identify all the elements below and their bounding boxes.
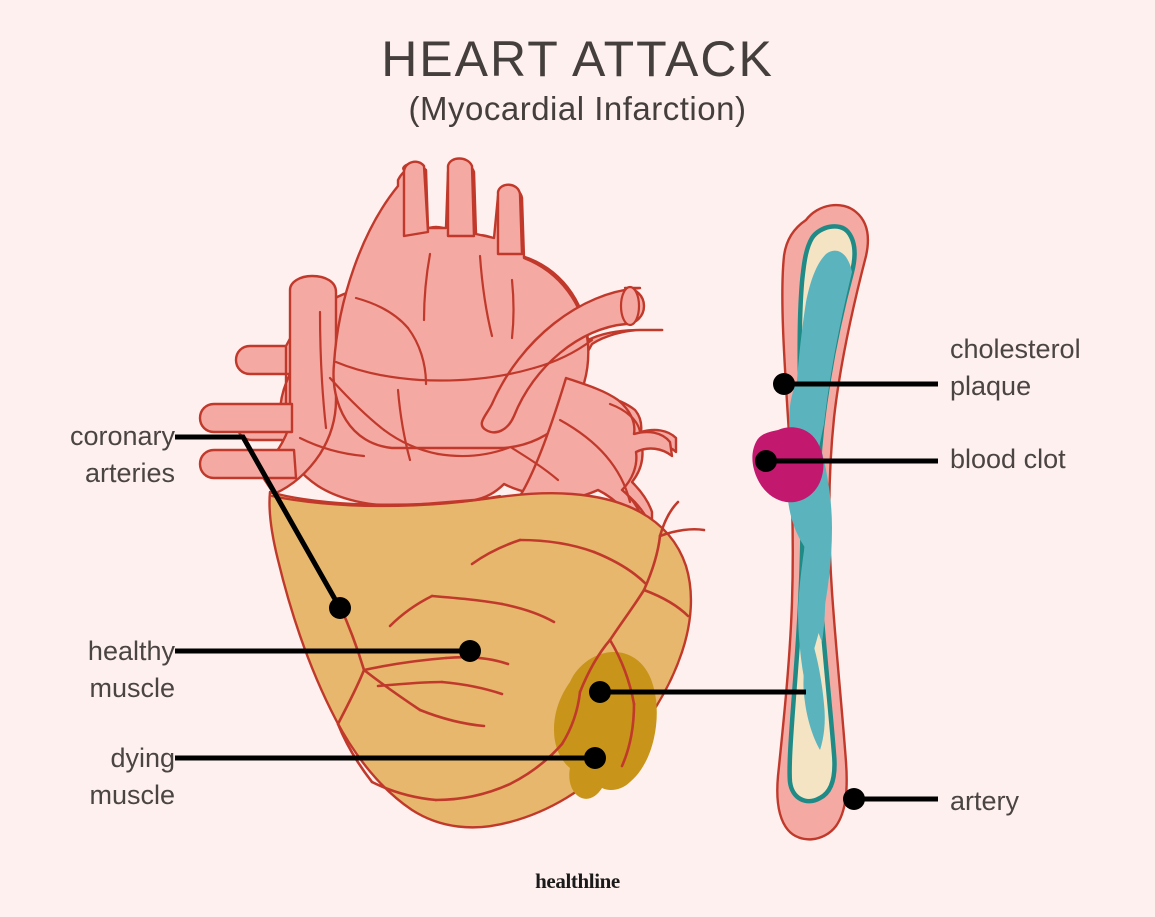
label-artery: artery (950, 786, 1020, 816)
label-coronary-arteries: coronary arteries (69, 421, 175, 488)
page-subtitle: (Myocardial Infarction) (408, 90, 747, 127)
brachiocephalic-trunk (402, 160, 430, 238)
cholesterol-plaque-bottom (803, 640, 825, 750)
atrial-surface-vessels (298, 252, 632, 504)
artery-cross-section (752, 203, 870, 841)
left-carotid-artery (446, 157, 476, 238)
marker-coronary-arteries (329, 597, 351, 619)
atrial-appendage (608, 402, 642, 434)
heart-illustration (198, 157, 706, 829)
pulmonary-artery-opening (619, 285, 641, 327)
label-healthy-muscle: healthy muscle (87, 636, 175, 703)
marker-blood-clot (755, 450, 777, 472)
label-cholesterol-plaque: cholesterol plaque (950, 334, 1081, 401)
vena-cava-branch-lower (198, 448, 298, 480)
marker-dying-muscle (584, 747, 606, 769)
marker-healthy-muscle (459, 640, 481, 662)
leader-coronary-arteries (175, 434, 343, 610)
ventricle-boundary (270, 494, 502, 508)
marker-artery (843, 788, 865, 810)
cholesterol-plaque-lower (798, 452, 832, 678)
label-blood-clot: blood clot (950, 444, 1066, 474)
marker-infarct-link (589, 681, 611, 703)
healthline-logo: healthline (535, 869, 620, 893)
leader-lines (175, 381, 938, 802)
marker-cholesterol-plaque (773, 373, 795, 395)
blood-clot (752, 427, 824, 503)
label-dying-muscle: dying muscle (89, 743, 175, 810)
leader-markers (329, 373, 865, 810)
page-title: HEART ATTACK (381, 31, 774, 87)
vena-cava-branch-upper (198, 402, 294, 434)
left-subclavian-artery (496, 183, 524, 256)
